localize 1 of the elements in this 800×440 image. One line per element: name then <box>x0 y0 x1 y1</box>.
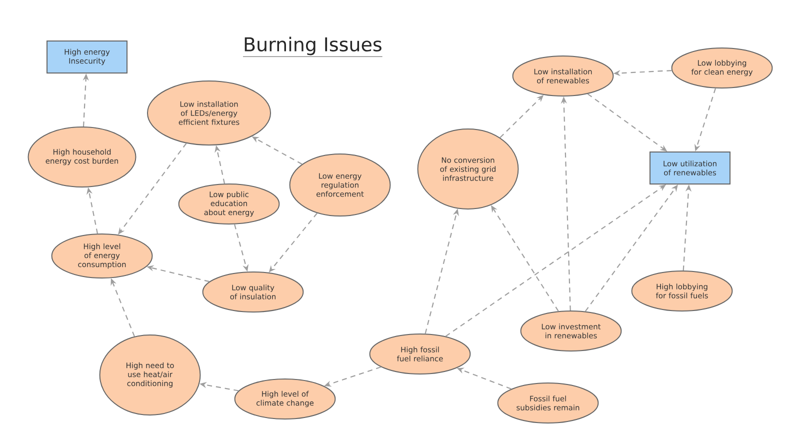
title: Burning Issues <box>242 36 383 57</box>
